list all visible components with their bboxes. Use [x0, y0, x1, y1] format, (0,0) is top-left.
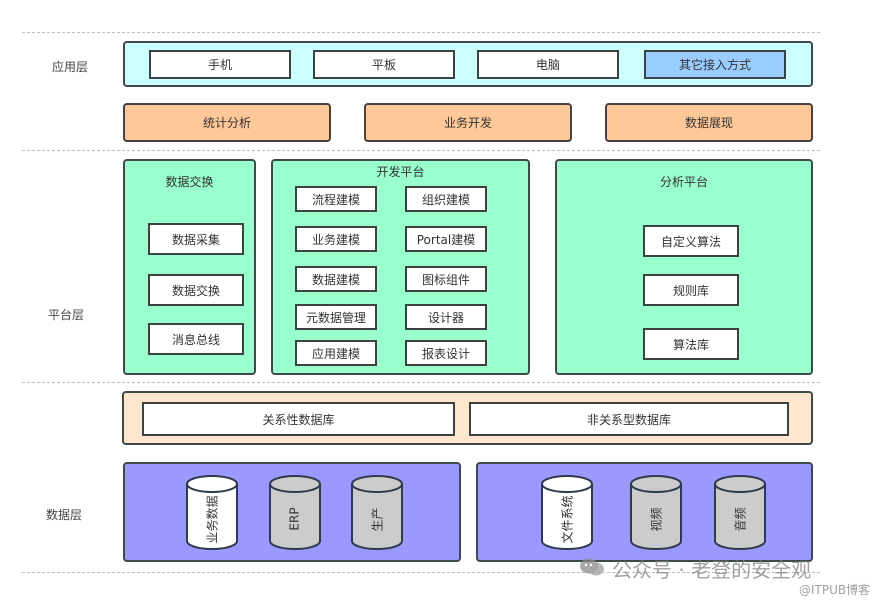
algorithm-library: 算法库	[643, 328, 739, 360]
database-cylinder: 业务数据	[186, 475, 238, 551]
database-cylinder: ERP	[269, 475, 321, 551]
database-icon	[269, 475, 321, 550]
database-cylinder: 音频	[714, 475, 766, 551]
data-modeling: 数据建模	[295, 266, 377, 292]
data-collection: 数据采集	[148, 223, 244, 255]
report-design: 报表设计	[405, 340, 487, 366]
database-cylinder: 文件系统	[541, 475, 593, 551]
message-bus: 消息总线	[148, 323, 244, 355]
layer-divider	[22, 382, 820, 383]
wechat-icon	[579, 557, 605, 577]
data-exchange-title: 数据交换	[165, 175, 214, 189]
dev-platform-title: 开发平台	[376, 165, 425, 179]
storage-panel-right: 文件系统 视频 音频	[476, 462, 813, 562]
cylinder-label: 文件系统	[560, 494, 575, 544]
database-icon	[541, 475, 593, 550]
cylinder-label: 音频	[733, 506, 748, 532]
database-icon	[186, 475, 238, 550]
analysis-platform-panel: 分析平台 自定义算法 规则库 算法库	[555, 159, 813, 375]
database-icon	[630, 475, 682, 550]
database-icon	[351, 475, 403, 550]
designer: 设计器	[405, 304, 487, 330]
application-modeling: 应用建模	[295, 340, 377, 366]
access-tablet: 平板	[313, 50, 455, 79]
layer-label-application: 应用层	[52, 60, 89, 74]
data-exchange-item: 数据交换	[148, 274, 244, 306]
relational-database: 关系性数据库	[142, 402, 455, 436]
dev-platform-panel: 开发平台 流程建模 业务建模 数据建模 元数据管理 应用建模 组织建模 Port…	[271, 159, 530, 375]
watermark-main: 公众号 · 老登的安全观	[612, 558, 812, 582]
portal-modeling: Portal建模	[405, 226, 487, 252]
service-business-dev: 业务开发	[364, 103, 572, 142]
rule-library: 规则库	[643, 274, 739, 306]
access-phone: 手机	[149, 50, 291, 79]
business-modeling: 业务建模	[295, 226, 377, 252]
access-panel: 手机 平板 电脑 其它接入方式	[123, 41, 813, 87]
cylinder-label: ERP	[288, 507, 302, 531]
cylinder-label: 视频	[649, 506, 664, 532]
chart-components: 图标组件	[405, 266, 487, 292]
data-exchange-panel: 数据交换 数据采集 数据交换 消息总线	[123, 159, 256, 375]
layer-label-platform: 平台层	[48, 308, 85, 322]
metadata-management: 元数据管理	[295, 304, 377, 330]
layer-divider	[22, 32, 820, 33]
process-modeling: 流程建模	[295, 186, 377, 212]
custom-algorithm: 自定义算法	[643, 225, 739, 257]
service-statistics: 统计分析	[123, 103, 331, 142]
cylinder-label: 业务数据	[205, 494, 220, 544]
analysis-platform-title: 分析平台	[659, 175, 708, 189]
database-panel: 关系性数据库 非关系型数据库	[122, 391, 813, 445]
layer-divider	[22, 150, 820, 151]
access-other: 其它接入方式	[644, 50, 786, 79]
database-cylinder: 生产	[351, 475, 403, 551]
nonrelational-database: 非关系型数据库	[469, 402, 789, 436]
service-data-display: 数据展现	[605, 103, 813, 142]
layer-divider	[22, 572, 820, 573]
layer-label-data: 数据层	[46, 508, 83, 522]
storage-panel-left: 业务数据 ERP 生产	[123, 462, 461, 562]
organization-modeling: 组织建模	[405, 186, 487, 212]
access-computer: 电脑	[477, 50, 619, 79]
cylinder-label: 生产	[370, 506, 385, 532]
database-cylinder: 视频	[630, 475, 682, 551]
database-icon	[714, 475, 766, 550]
watermark-sub: @ITPUB博客	[799, 583, 871, 597]
